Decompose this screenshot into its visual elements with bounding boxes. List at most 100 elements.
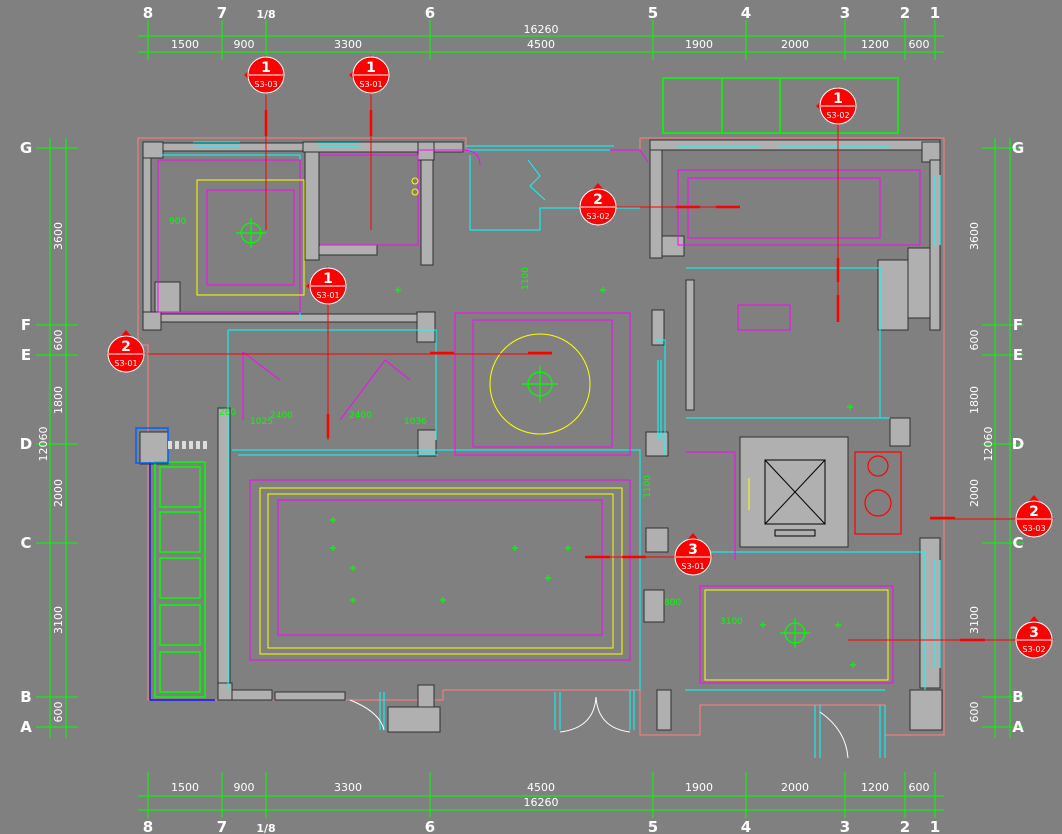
top-dim-8: 600 — [909, 38, 930, 51]
column-axis-3-top: 3 — [840, 4, 850, 22]
row-axis-f-left: F — [21, 316, 31, 334]
column-axis-1-8-bottom: 1/8 — [256, 822, 275, 834]
bottom-total-dim: 16260 — [524, 796, 559, 809]
ac-vent — [168, 441, 207, 449]
column-axis-1-top: 1 — [930, 4, 940, 22]
dimension-text: 16260 1500 900 3300 4500 1900 2000 1200 … — [37, 23, 995, 809]
top-total-dim: 16260 — [524, 23, 559, 36]
section-marker-6-num: 2 — [121, 339, 131, 355]
room-dim-text: 1100 2400 2400 1036 1025 260 800 900 110… — [169, 217, 743, 627]
room-dim-900: 900 — [169, 217, 186, 227]
right-dim-6: 600 — [968, 702, 981, 723]
row-axis-a-left: A — [20, 718, 32, 736]
left-dim-2: 600 — [52, 330, 65, 351]
row-axis-e-left: E — [21, 346, 31, 364]
top-dim-2: 900 — [234, 38, 255, 51]
section-marker-3-num: 1 — [833, 91, 843, 107]
column-axis-2-bottom: 2 — [900, 818, 910, 834]
row-axis-g-right: G — [1012, 139, 1024, 157]
room-dim-800: 800 — [664, 598, 681, 608]
blue-outline — [149, 462, 215, 701]
room-dim-1025: 1025 — [250, 417, 273, 427]
top-dim-1: 1500 — [171, 38, 199, 51]
section-marker-9: 3 S3-02 — [1014, 616, 1054, 659]
section-marker-1-ref: S3-03 — [254, 80, 277, 89]
section-marker-4-ref: S3-02 — [586, 212, 609, 221]
bottom-dim-7: 1200 — [861, 781, 889, 794]
section-marker-4: 2 S3-02 — [578, 183, 618, 226]
magenta-lines — [157, 149, 921, 684]
left-dim-3: 1800 — [52, 386, 65, 414]
row-axis-f-right: F — [1013, 316, 1023, 334]
right-dim-2: 600 — [968, 330, 981, 351]
section-marker-8-num: 2 — [1029, 504, 1039, 520]
elevator — [764, 459, 826, 537]
dimension-lines — [36, 20, 1024, 818]
column-axis-5-bottom: 5 — [648, 818, 658, 834]
room-dim-1036: 1036 — [404, 417, 427, 427]
left-dim-4: 2000 — [52, 479, 65, 507]
section-marker-7: 3 S3-01 — [673, 533, 713, 576]
section-marker-6-ref: S3-01 — [114, 359, 137, 368]
right-total-dim: 12060 — [982, 427, 995, 462]
bottom-dim-5: 1900 — [685, 781, 713, 794]
section-markers: 1 S3-03 1 S3-01 1 S3-02 2 S3-02 — [106, 55, 1054, 659]
right-dim-3: 1800 — [968, 386, 981, 414]
section-marker-3-ref: S3-02 — [826, 111, 849, 120]
left-dim-1: 3600 — [52, 222, 65, 250]
bottom-dim-6: 2000 — [781, 781, 809, 794]
section-marker-7-ref: S3-01 — [681, 562, 704, 571]
room-dim-3100: 3100 — [720, 617, 743, 627]
row-axis-c-right: C — [1012, 534, 1023, 552]
section-marker-5-num: 1 — [323, 271, 333, 287]
column-axis-8-bottom: 8 — [143, 818, 153, 834]
section-marker-2: 1 S3-01 — [349, 55, 390, 95]
row-axis-labels: G F E D C B A G F E D C B A — [20, 139, 1024, 736]
column-axis-1-8-top: 1/8 — [256, 8, 275, 21]
room-dim-1100-b: 1100 — [643, 475, 653, 498]
room-dim-2400-a: 2400 — [270, 411, 293, 421]
light-fixtures — [236, 218, 856, 668]
walls — [139, 139, 943, 733]
doors — [349, 696, 849, 759]
section-marker-6: 2 S3-01 — [106, 330, 146, 373]
room-dim-1100: 1100 — [521, 267, 531, 290]
section-marker-8: 2 S3-03 — [1014, 495, 1054, 538]
section-marker-8-ref: S3-03 — [1022, 524, 1045, 533]
column-axis-8-top: 8 — [143, 4, 153, 22]
top-dim-3: 3300 — [334, 38, 362, 51]
row-axis-g-left: G — [20, 139, 32, 157]
row-axis-b-right: B — [1012, 688, 1023, 706]
left-dim-6: 600 — [52, 702, 65, 723]
left-total-dim: 12060 — [37, 427, 50, 462]
section-marker-2-num: 1 — [366, 60, 376, 76]
column-axis-4-top: 4 — [741, 4, 751, 22]
row-axis-d-left: D — [20, 435, 32, 453]
yellow-frames — [196, 177, 889, 681]
section-marker-1-num: 1 — [261, 60, 271, 76]
top-dim-5: 1900 — [685, 38, 713, 51]
right-dim-4: 2000 — [968, 479, 981, 507]
row-axis-a-right: A — [1012, 718, 1024, 736]
section-marker-9-num: 3 — [1029, 625, 1039, 641]
room-dim-260: 260 — [219, 408, 236, 418]
left-dim-5: 3100 — [52, 606, 65, 634]
section-marker-3: 1 S3-02 — [816, 86, 857, 126]
equipment-red — [854, 451, 902, 535]
bottom-dim-8: 600 — [909, 781, 930, 794]
top-dim-6: 2000 — [781, 38, 809, 51]
section-marker-5-ref: S3-01 — [316, 291, 339, 300]
bottom-dim-4: 4500 — [527, 781, 555, 794]
column-axis-7-top: 7 — [217, 4, 227, 22]
section-marker-2-ref: S3-01 — [359, 80, 382, 89]
column-axis-7-bottom: 7 — [217, 818, 227, 834]
cyan-lines — [162, 141, 941, 758]
top-dim-4: 4500 — [527, 38, 555, 51]
column-axis-3-bottom: 3 — [840, 818, 850, 834]
column-axis-4-bottom: 4 — [741, 818, 751, 834]
top-dim-7: 1200 — [861, 38, 889, 51]
section-marker-4-num: 2 — [593, 192, 603, 208]
room-dim-2400-b: 2400 — [349, 411, 372, 421]
